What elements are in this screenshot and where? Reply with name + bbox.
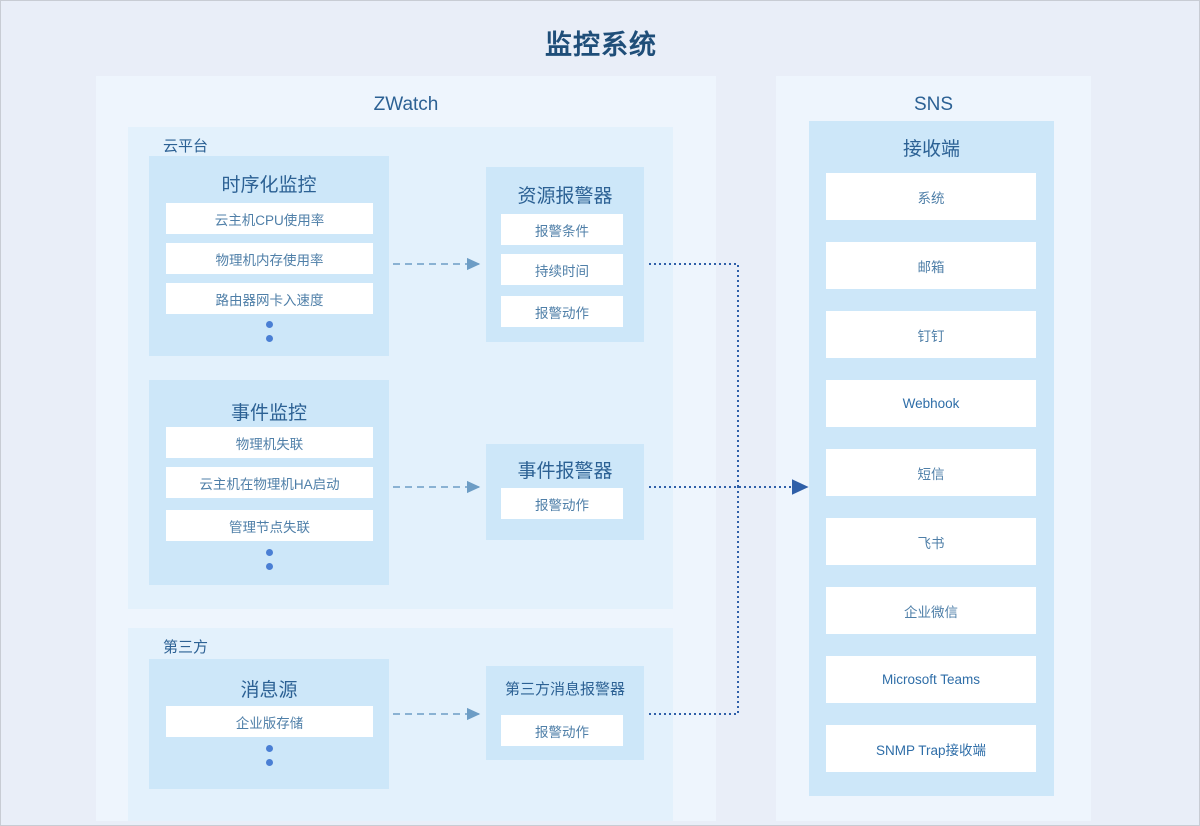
receiver-item-webhook[interactable]: Webhook <box>826 380 1036 427</box>
event-alarm-item-action[interactable]: 报警动作 <box>501 488 623 519</box>
message-source-title: 消息源 <box>240 680 298 701</box>
resource-alarm-item-condition[interactable]: 报警条件 <box>501 214 623 245</box>
event-monitor-title: 事件监控 <box>230 403 307 424</box>
timeseries-item-cpu[interactable]: 云主机CPU使用率 <box>166 203 373 234</box>
message-source-ellipsis <box>262 745 276 766</box>
receiver-item-msteams[interactable]: Microsoft Teams <box>826 656 1036 703</box>
event-item-host-lost[interactable]: 物理机失联 <box>166 427 373 458</box>
receiver-item-email[interactable]: 邮箱 <box>826 242 1036 289</box>
event-item-mn-lost[interactable]: 管理节点失联 <box>166 510 373 541</box>
cloud-platform-label: 云平台 <box>163 138 209 155</box>
page-title: 监控系统 <box>545 30 657 60</box>
receiver-item-feishu[interactable]: 飞书 <box>826 518 1036 565</box>
timeseries-ellipsis <box>262 321 276 342</box>
receiver-item-sms[interactable]: 短信 <box>826 449 1036 496</box>
third-party-label: 第三方 <box>163 639 209 656</box>
resource-alarm-title: 资源报警器 <box>517 186 613 207</box>
sns-panel-title: SNS <box>913 94 954 115</box>
timeseries-monitor-title: 时序化监控 <box>221 175 317 196</box>
receiver-title: 接收端 <box>902 139 960 160</box>
event-item-ha-start[interactable]: 云主机在物理机HA启动 <box>166 467 373 498</box>
resource-alarm-item-action[interactable]: 报警动作 <box>501 296 623 327</box>
message-source-item-storage[interactable]: 企业版存储 <box>166 706 373 737</box>
third-party-alarm-title: 第三方消息报警器 <box>504 681 625 698</box>
third-party-alarm-item-action[interactable]: 报警动作 <box>501 715 623 746</box>
timeseries-item-memory[interactable]: 物理机内存使用率 <box>166 243 373 274</box>
resource-alarm-item-duration[interactable]: 持续时间 <box>501 254 623 285</box>
receiver-item-snmp-trap[interactable]: SNMP Trap接收端 <box>826 725 1036 772</box>
event-alarm-title: 事件报警器 <box>517 461 613 482</box>
receiver-item-system[interactable]: 系统 <box>826 173 1036 220</box>
receiver-item-dingtalk[interactable]: 钉钉 <box>826 311 1036 358</box>
event-monitor-ellipsis <box>262 549 276 570</box>
timeseries-item-nic[interactable]: 路由器网卡入速度 <box>166 283 373 314</box>
zwatch-panel-title: ZWatch <box>373 94 439 115</box>
receiver-item-wecom[interactable]: 企业微信 <box>826 587 1036 634</box>
